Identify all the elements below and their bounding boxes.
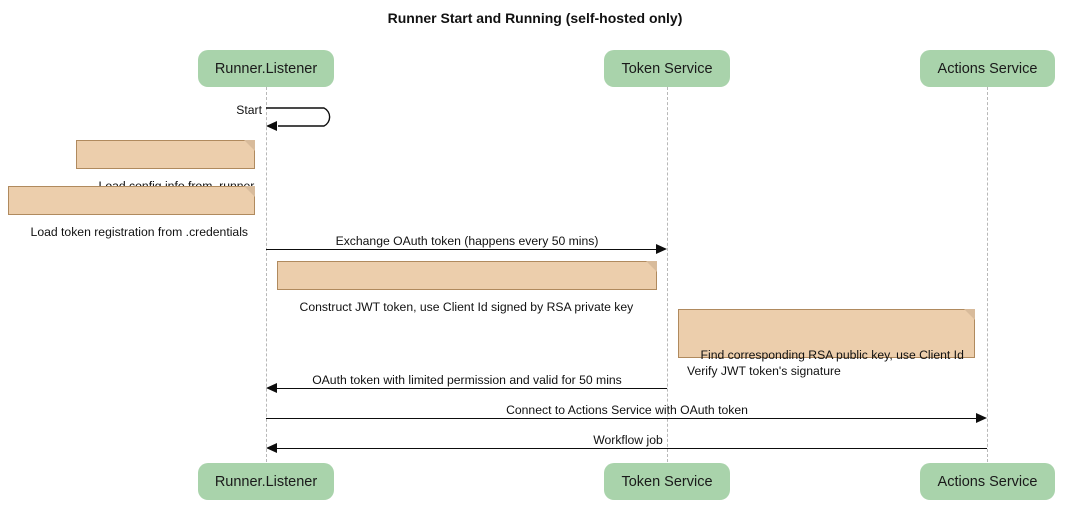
arrowhead-oauth-token-reply [266,383,277,393]
note-text: Construct JWT token, use Client Id signe… [299,300,634,314]
participant-label: Actions Service [937,473,1038,490]
lifeline-actions [987,87,988,462]
message-line-exchange-oauth-token [266,249,656,250]
arrowhead-start [266,120,277,131]
participant-label: Token Service [621,473,713,490]
arrowhead-workflow-job [266,443,277,453]
participant-label: Runner.Listener [214,473,318,490]
message-self-start [266,107,331,127]
participant-label: Runner.Listener [214,60,318,77]
message-line-oauth-token-reply [277,388,667,389]
note-verify-jwt: Find corresponding RSA public key, use C… [678,309,975,378]
note-text: Find corresponding RSA public key, use C… [687,348,964,378]
participant-label: Token Service [621,60,713,77]
message-label-connect-actions-service: Connect to Actions Service with OAuth to… [506,403,748,417]
note-fold-icon [646,261,657,272]
note-fold-icon [244,140,255,151]
message-line-connect-actions-service [266,418,976,419]
note-load-token-registration: Load token registration from .credential… [8,186,255,239]
arrowhead-exchange-oauth-token [656,244,667,254]
participant-token-bottom[interactable]: Token Service [604,463,730,500]
participant-runner-bottom[interactable]: Runner.Listener [198,463,334,500]
message-label-exchange-oauth-token: Exchange OAuth token (happens every 50 m… [335,234,599,248]
note-text: Load token registration from .credential… [30,225,249,239]
participant-token-top[interactable]: Token Service [604,50,730,87]
participant-runner-top[interactable]: Runner.Listener [198,50,334,87]
note-construct-jwt: Construct JWT token, use Client Id signe… [277,261,657,314]
message-label-oauth-token-reply: OAuth token with limited permission and … [312,373,622,387]
message-label-start: Start [236,103,262,117]
participant-actions-bottom[interactable]: Actions Service [920,463,1055,500]
note-load-config: Load config info from .runner [76,140,255,193]
diagram-title: Runner Start and Running (self-hosted on… [387,10,683,26]
message-line-workflow-job [277,448,987,449]
message-label-workflow-job: Workflow job [593,433,663,447]
arrowhead-connect-actions-service [976,413,987,423]
note-fold-icon [964,309,975,320]
lifeline-runner [266,87,267,462]
participant-actions-top[interactable]: Actions Service [920,50,1055,87]
lifeline-token [667,87,668,462]
participant-label: Actions Service [937,60,1038,77]
note-fold-icon [244,186,255,197]
